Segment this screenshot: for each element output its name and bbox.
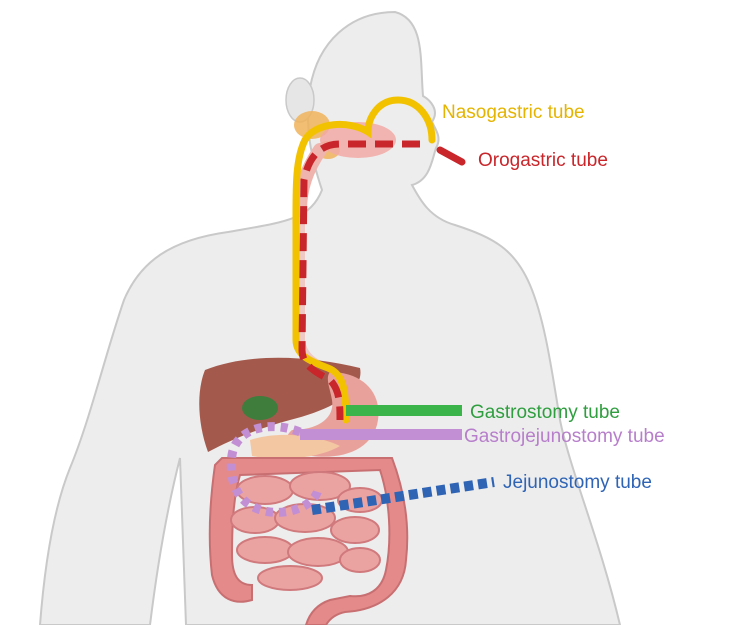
orogastric-tube-label: Orogastric tube [478, 150, 608, 171]
gastrojejunostomy-tube [300, 429, 462, 440]
gastrostomy-tube-label: Gastrostomy tube [470, 402, 620, 423]
nasogastric-tube-label: Nasogastric tube [442, 102, 585, 123]
gastrojejunostomy-tube-label: Gastrojejunostomy tube [464, 426, 665, 447]
orogastric-tube-tail [440, 150, 462, 162]
gastrostomy-tube [346, 405, 462, 416]
gallbladder [242, 396, 278, 420]
jejunostomy-tube-label: Jejunostomy tube [503, 472, 652, 493]
